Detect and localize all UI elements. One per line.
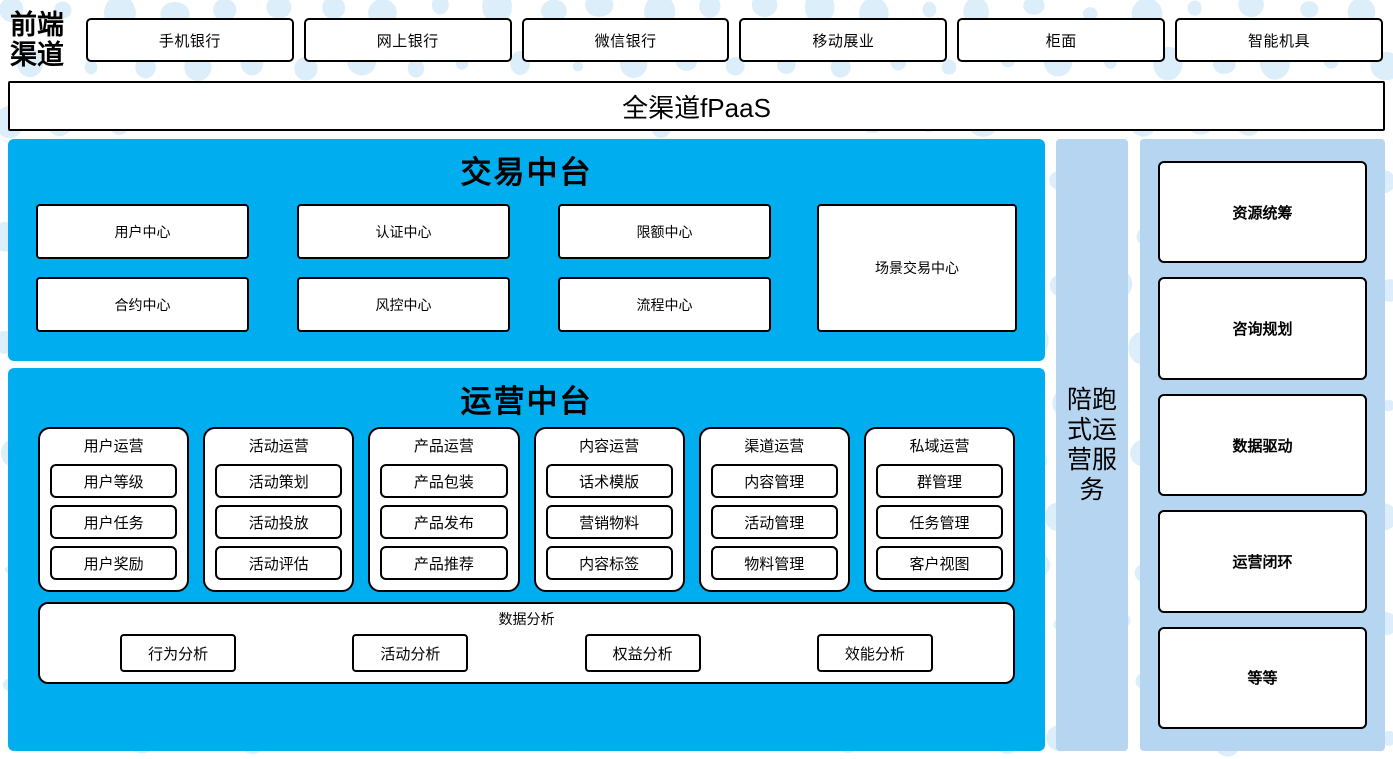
trade-box-risk-center[interactable]: 风控中心 <box>297 277 510 332</box>
ops-item-material-management[interactable]: 物料管理 <box>710 546 838 580</box>
ops-item-product-recommend[interactable]: 产品推荐 <box>380 546 508 580</box>
data-analysis-item-list: 行为分析 活动分析 权益分析 效能分析 <box>40 634 1013 672</box>
trade-box-scenario-trade-center[interactable]: 场景交易中心 <box>817 204 1017 332</box>
ops-column-content: 内容运营 话术模版 营销物料 内容标签 <box>533 427 685 592</box>
accompany-service-label: 陪跑式运营服务 <box>1066 386 1117 504</box>
ops-item-content-tag[interactable]: 内容标签 <box>545 546 673 580</box>
data-analysis-title: 数据分析 <box>498 611 555 627</box>
channel-box-mobile-bank[interactable]: 手机银行 <box>86 18 294 62</box>
ops-column-title: 活动运营 <box>248 438 309 455</box>
channel-box-counter[interactable]: 柜面 <box>957 18 1166 62</box>
analysis-item-efficiency[interactable]: 效能分析 <box>816 634 933 672</box>
ops-column-title: 用户运营 <box>83 438 144 455</box>
trade-box-contract-center[interactable]: 合约中心 <box>36 277 249 332</box>
ops-item-product-release[interactable]: 产品发布 <box>380 505 508 539</box>
ops-item-user-task[interactable]: 用户任务 <box>50 505 178 539</box>
data-analysis-box: 数据分析 行为分析 活动分析 权益分析 效能分析 <box>38 602 1015 684</box>
ops-column-title: 产品运营 <box>413 438 474 455</box>
ops-item-activity-management[interactable]: 活动管理 <box>710 505 838 539</box>
ops-item-marketing-material[interactable]: 营销物料 <box>545 505 673 539</box>
trade-box-user-center[interactable]: 用户中心 <box>36 204 249 259</box>
ops-item-content-management[interactable]: 内容管理 <box>710 464 838 498</box>
service-capability-panel: 资源统筹 咨询规划 数据驱动 运营闭环 等等 <box>1140 139 1385 751</box>
main-area: 交易中台 用户中心 认证中心 限额中心 合约中心 风控中心 流程中心 场景交易中… <box>8 139 1385 751</box>
ops-column-campaign: 活动运营 活动策划 活动投放 活动评估 <box>203 427 355 592</box>
ops-item-task-management[interactable]: 任务管理 <box>875 505 1004 539</box>
service-item-consulting-planning[interactable]: 咨询规划 <box>1158 277 1367 380</box>
ops-center-column-list: 用户运营 用户等级 用户任务 用户奖励 活动运营 活动策划 活动投放 活动评估 … <box>8 421 1045 592</box>
service-item-ops-closed-loop[interactable]: 运营闭环 <box>1158 510 1367 613</box>
analysis-item-campaign[interactable]: 活动分析 <box>352 634 469 672</box>
service-item-resource-coordination[interactable]: 资源统筹 <box>1158 161 1367 264</box>
ops-column-title: 私域运营 <box>909 438 970 455</box>
trade-box-auth-center[interactable]: 认证中心 <box>297 204 510 259</box>
ops-item-user-reward[interactable]: 用户奖励 <box>50 546 178 580</box>
ops-item-customer-view[interactable]: 客户视图 <box>875 546 1004 580</box>
ops-item-user-level[interactable]: 用户等级 <box>50 464 178 498</box>
ops-column-title: 渠道运营 <box>744 438 805 455</box>
front-channel-row: 前端渠道 手机银行 网上银行 微信银行 移动展业 柜面 智能机具 <box>8 6 1385 74</box>
ops-item-campaign-delivery[interactable]: 活动投放 <box>215 505 343 539</box>
trade-box-process-center[interactable]: 流程中心 <box>558 277 771 332</box>
front-channel-label: 前端渠道 <box>10 10 64 70</box>
ops-item-script-template[interactable]: 话术模版 <box>545 464 673 498</box>
trade-center-title: 交易中台 <box>460 155 593 190</box>
ops-item-campaign-evaluation[interactable]: 活动评估 <box>215 546 343 580</box>
channel-box-online-bank[interactable]: 网上银行 <box>303 18 512 62</box>
accompany-service-column: 陪跑式运营服务 <box>1056 139 1128 751</box>
trade-center-box-list: 用户中心 认证中心 限额中心 合约中心 风控中心 流程中心 <box>36 204 771 332</box>
ops-center-title: 运营中台 <box>460 384 593 419</box>
ops-column-channel: 渠道运营 内容管理 活动管理 物料管理 <box>698 427 850 592</box>
middle-platform-column: 交易中台 用户中心 认证中心 限额中心 合约中心 风控中心 流程中心 场景交易中… <box>8 139 1045 751</box>
service-item-etc[interactable]: 等等 <box>1158 626 1367 730</box>
ops-center-panel: 运营中台 用户运营 用户等级 用户任务 用户奖励 活动运营 活动策划 活动投放 … <box>8 368 1045 751</box>
channel-box-mobile-business[interactable]: 移动展业 <box>739 18 948 62</box>
analysis-item-behavior[interactable]: 行为分析 <box>120 634 237 672</box>
ops-item-product-packaging[interactable]: 产品包装 <box>380 464 508 498</box>
ops-column-private-domain: 私域运营 群管理 任务管理 客户视图 <box>863 427 1016 592</box>
trade-box-limit-center[interactable]: 限额中心 <box>558 204 771 259</box>
service-item-data-driven[interactable]: 数据驱动 <box>1158 393 1367 497</box>
trade-center-panel: 交易中台 用户中心 认证中心 限额中心 合约中心 风控中心 流程中心 场景交易中… <box>8 139 1045 361</box>
analysis-item-benefit[interactable]: 权益分析 <box>584 634 701 672</box>
ops-column-user: 用户运营 用户等级 用户任务 用户奖励 <box>38 427 190 592</box>
channel-box-smart-machine[interactable]: 智能机具 <box>1175 18 1383 62</box>
ops-column-title: 内容运营 <box>579 438 640 455</box>
trade-center-grid: 用户中心 认证中心 限额中心 合约中心 风控中心 流程中心 场景交易中心 <box>8 192 1045 332</box>
trade-center-feature-wrap: 场景交易中心 <box>817 204 1017 332</box>
ops-item-group-management[interactable]: 群管理 <box>875 464 1004 498</box>
omni-channel-fpaas-bar[interactable]: 全渠道fPaaS <box>8 81 1385 131</box>
ops-column-product: 产品运营 产品包装 产品发布 产品推荐 <box>368 427 520 592</box>
channel-box-wechat-bank[interactable]: 微信银行 <box>521 18 730 62</box>
ops-item-campaign-planning[interactable]: 活动策划 <box>215 464 343 498</box>
front-channel-box-list: 手机银行 网上银行 微信银行 移动展业 柜面 智能机具 <box>86 18 1385 62</box>
